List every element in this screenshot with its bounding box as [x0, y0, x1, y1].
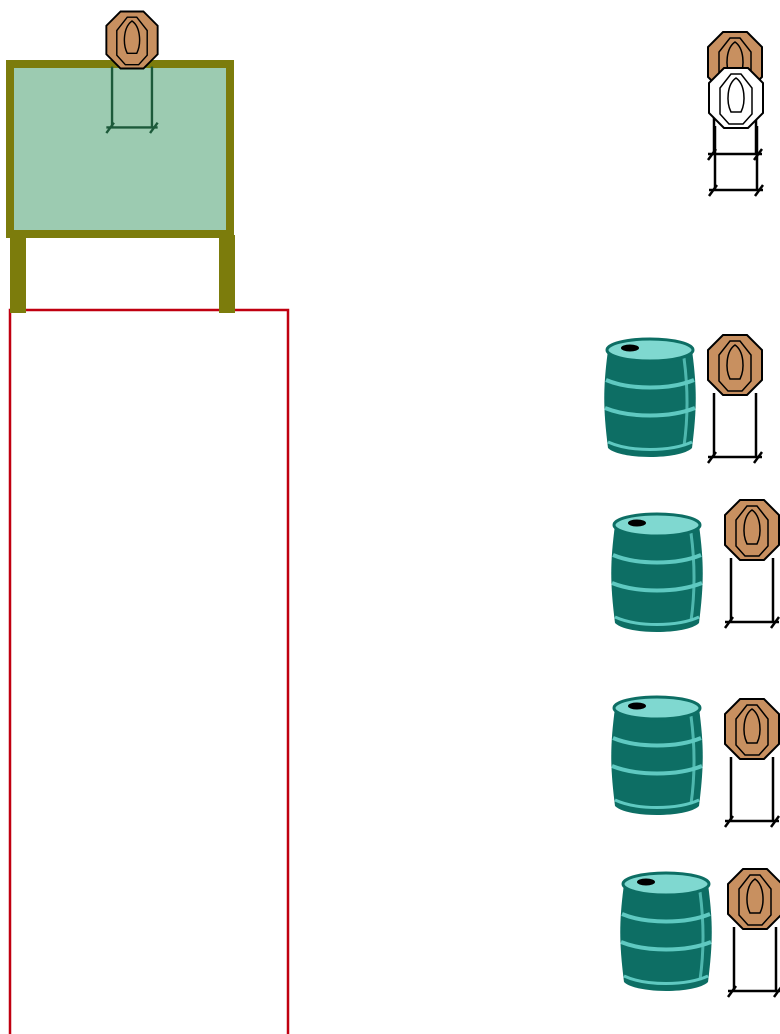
structure-leg-left: [10, 235, 26, 313]
target-on-structure: [105, 10, 159, 134]
barrel-1: [602, 337, 698, 459]
steel-target-3: [723, 499, 780, 629]
no-shoot-target: [707, 67, 765, 197]
barrel-4: [618, 871, 714, 993]
steel-target-4: [723, 698, 780, 828]
steel-target-5: [726, 868, 780, 998]
structure-panel: [6, 60, 234, 238]
barrel-3: [609, 695, 705, 817]
barrel-2: [609, 512, 705, 634]
structure-leg-right: [219, 235, 235, 313]
steel-target-2: [706, 334, 764, 464]
fault-line-area: [8, 308, 290, 1034]
